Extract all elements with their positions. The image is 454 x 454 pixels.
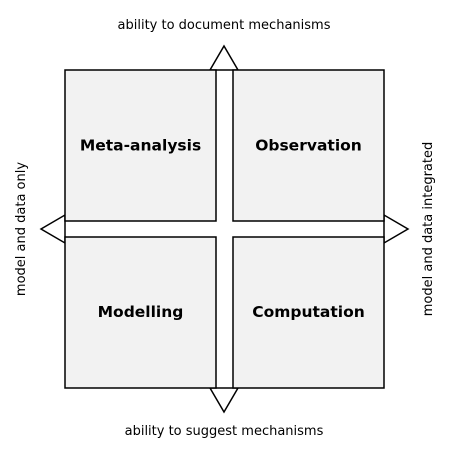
arrow-right-head [383, 213, 410, 245]
quadrant-bottom-left: Modelling [64, 236, 217, 389]
axis-label-left: model and data only [14, 162, 29, 296]
axis-label-bottom: ability to suggest mechanisms [125, 424, 324, 439]
quadrant-top-left: Meta-analysis [64, 69, 217, 222]
quadrant-bottom-right: Computation [232, 236, 385, 389]
axis-label-top: ability to document mechanisms [118, 18, 331, 33]
quadrant-label-meta-analysis: Meta-analysis [80, 137, 201, 155]
quadrant-box [232, 69, 385, 222]
quadrant-box [64, 236, 217, 389]
quadrant-label-observation: Observation [255, 137, 362, 155]
quadrant-top-right: Observation [232, 69, 385, 222]
arrow-up-head [208, 44, 240, 71]
arrow-left-head [39, 213, 66, 245]
arrow-down-head [208, 387, 240, 414]
quadrant-box [232, 236, 385, 389]
quadrant-label-computation: Computation [252, 303, 365, 321]
quadrant-box [64, 69, 217, 222]
quadrant-label-modelling: Modelling [98, 303, 184, 321]
axis-label-right: model and data integrated [421, 142, 436, 316]
